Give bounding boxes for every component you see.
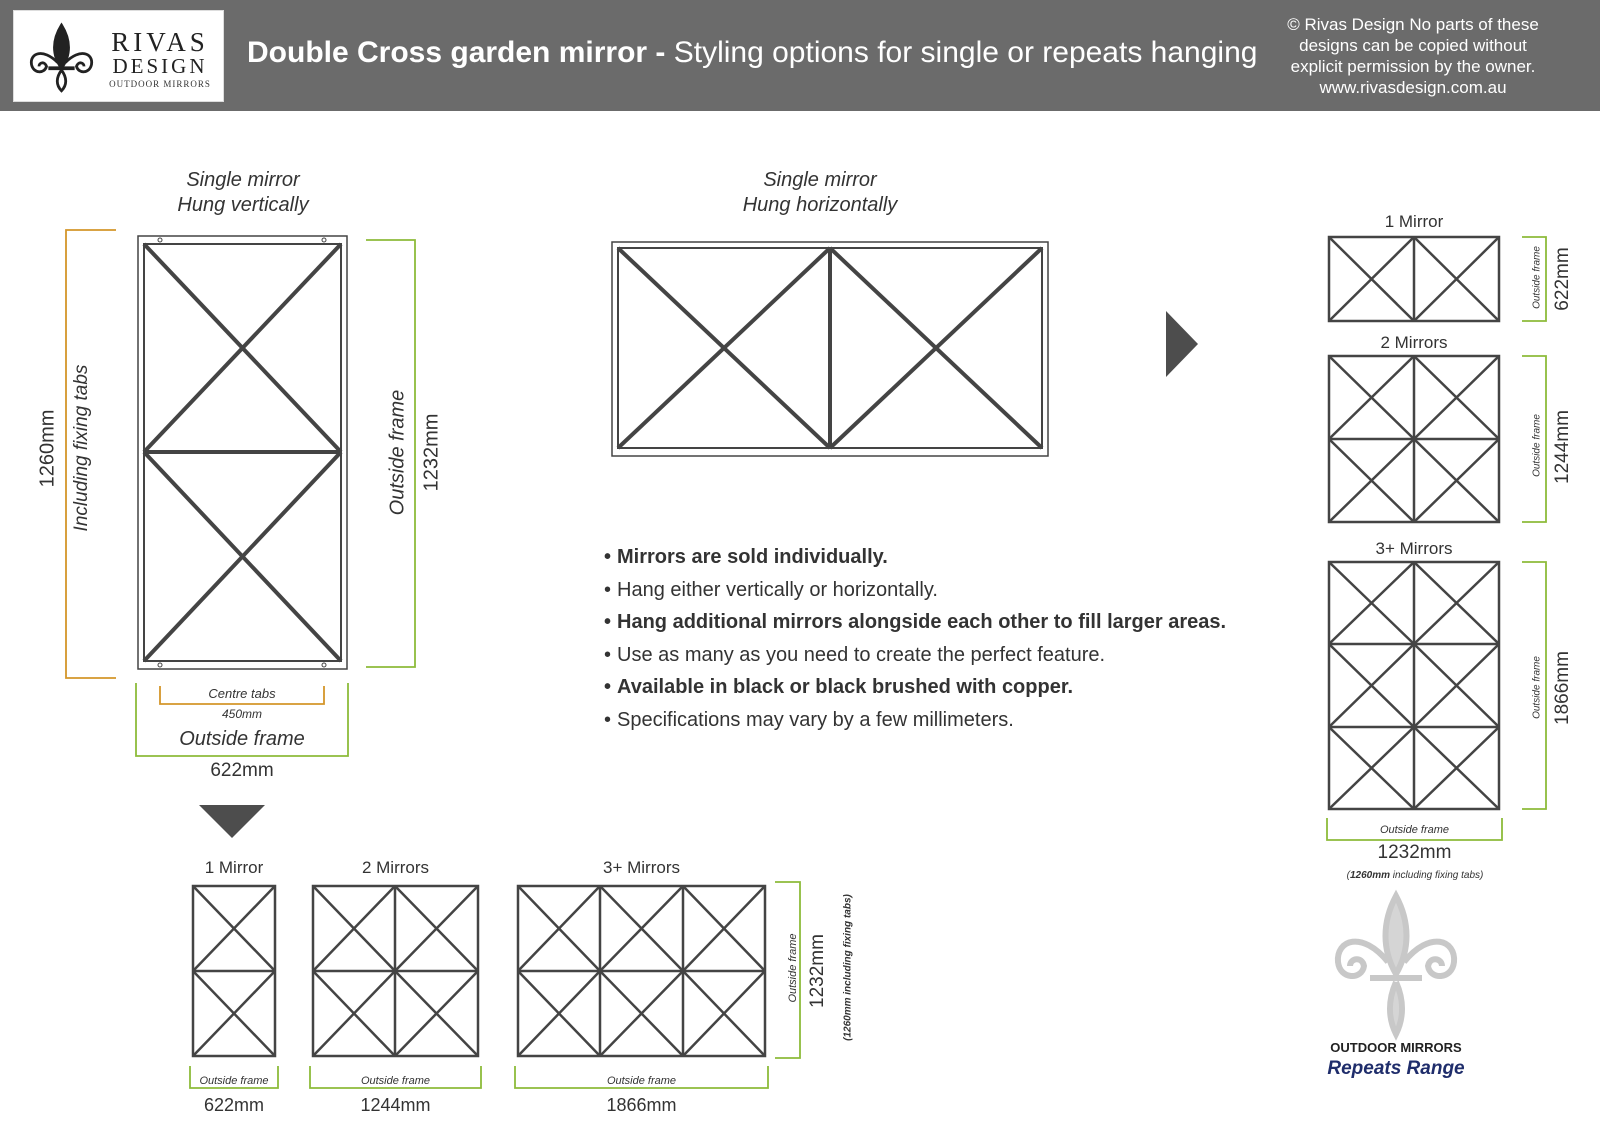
centre-tabs-value: 450mm — [221, 707, 262, 721]
vertical-repeat-3-width: 1866mm — [606, 1095, 677, 1115]
horizontal-repeat-3-frame-label: Outside frame — [1531, 656, 1543, 719]
horizontal-repeat-width-note: (1260mm including fixing tabs) — [1310, 870, 1520, 881]
horizontal-repeat-3-title: 3+ Mirrors — [1375, 539, 1453, 558]
frame-height-value: 1232mm — [420, 413, 443, 492]
vertical-repeat-1-title: 1 Mirror — [204, 858, 264, 877]
vertical-repeat-2-title: 2 Mirrors — [361, 858, 430, 877]
vertical-repeat-height-note: (1260mm including fixing tabs) — [842, 894, 854, 1041]
horizontal-repeat-1-title: 1 Mirror — [1384, 212, 1444, 231]
horizontal-repeat-2-height: 1244mm — [1552, 410, 1573, 484]
horizontal-repeat-1-drawing — [1327, 235, 1501, 323]
dimension-lines-bottom — [189, 881, 801, 1089]
frame-width-value: 622mm — [210, 760, 274, 781]
caption-line: Hung vertically — [177, 194, 309, 216]
caption-line: Hung horizontally — [742, 194, 898, 216]
logo-design: DESIGN — [112, 54, 208, 78]
vertical-mirror-drawing — [137, 235, 348, 670]
vertical-repeat-1-frame-label: Outside frame — [199, 1075, 269, 1087]
feature-item: Hang additional mirrors alongside each o… — [604, 606, 1226, 639]
caption-line: Single mirror — [186, 169, 300, 191]
vertical-repeat-1-drawing — [191, 884, 277, 1058]
feature-item: Mirrors are sold individually. — [604, 541, 1226, 574]
dimension-lines-right — [1326, 236, 1547, 841]
feature-item: Available in black or black brushed with… — [604, 671, 1226, 704]
feature-item: Specifications may vary by a few millime… — [604, 704, 1226, 737]
note-open: ( — [1346, 870, 1350, 881]
horizontal-mirror-drawing — [611, 241, 1049, 457]
footer-brand-line2: Repeats Range — [1327, 1058, 1465, 1079]
centre-tabs-label: Centre tabs — [208, 686, 276, 701]
vertical-repeat-height-label: Outside frame — [787, 933, 799, 1003]
vertical-repeat-3-title: 3+ Mirrors — [603, 858, 680, 877]
logo-tagline: OUTDOOR MIRRORS — [109, 79, 211, 89]
website-link: www.rivasdesign.com.au — [1319, 78, 1507, 97]
frame-width-label: Outside frame — [179, 728, 305, 750]
horizontal-repeat-2-title: 2 Mirrors — [1380, 333, 1448, 352]
horizontal-repeat-1-frame-label: Outside frame — [1531, 246, 1543, 309]
caption-line: Single mirror — [763, 169, 877, 191]
horizontal-repeat-2-frame-label: Outside frame — [1531, 414, 1543, 477]
arrow-down-icon — [199, 805, 265, 838]
fixing-tabs-note: Including fixing tabs — [71, 364, 92, 532]
copyright-line: designs can be copied without — [1299, 36, 1527, 55]
copyright-notice: © Rivas Design No parts of these designs… — [1262, 14, 1564, 98]
feature-item: Use as many as you need to create the pe… — [604, 639, 1226, 672]
vertical-repeat-2-frame-label: Outside frame — [360, 1075, 431, 1087]
logo-name: RIVAS — [111, 27, 209, 57]
footer-brand-line1: OUTDOOR MIRRORS — [1330, 1040, 1462, 1055]
vertical-repeat-3-frame-label: Outside frame — [606, 1075, 677, 1087]
horizontal-mirror-caption: Single mirror Hung horizontally — [720, 168, 920, 218]
feature-list: Mirrors are sold individually. Hang eith… — [604, 541, 1226, 736]
brand-logo: RIVAS DESIGN OUTDOOR MIRRORS — [13, 10, 224, 102]
vertical-repeat-height: 1232mm — [807, 934, 828, 1008]
horizontal-repeat-width: 1232mm — [1377, 842, 1452, 863]
vertical-mirror-caption: Single mirror Hung vertically — [150, 168, 336, 218]
note-bold: 1260mm — [1349, 870, 1390, 881]
header-bar: RIVAS DESIGN OUTDOOR MIRRORS Double Cros… — [0, 0, 1600, 111]
horizontal-repeat-2-drawing — [1327, 354, 1501, 524]
page-title-rest: Styling options for single or repeats ha… — [665, 36, 1258, 69]
horizontal-repeat-1-height: 622mm — [1552, 247, 1573, 311]
frame-height-label: Outside frame — [386, 389, 409, 516]
vertical-repeat-2-drawing — [311, 884, 480, 1058]
vertical-repeat-2-width: 1244mm — [360, 1095, 431, 1115]
note-rest: including fixing tabs) — [1389, 870, 1484, 881]
horizontal-repeat-3-height: 1866mm — [1552, 651, 1573, 725]
fleur-de-lis-logo-icon — [30, 22, 93, 93]
feature-item: Hang either vertically or horizontally. — [604, 574, 1226, 607]
arrow-right-icon — [1166, 311, 1198, 377]
horizontal-repeat-width-label: Outside frame — [1379, 824, 1450, 836]
fleur-de-lis-watermark-icon — [1334, 889, 1458, 1041]
copyright-line: explicit permission by the owner. — [1290, 57, 1536, 76]
copyright-line: © Rivas Design No parts of these — [1287, 15, 1539, 34]
dimension-lines-vertical — [65, 229, 416, 757]
page-title-bold: Double Cross garden mirror - — [247, 36, 666, 69]
total-height-label: 1260mm — [36, 409, 59, 488]
vertical-repeat-1-width: 622mm — [203, 1095, 265, 1115]
vertical-repeat-3-drawing — [516, 884, 767, 1058]
page-title: Double Cross garden mirror - Styling opt… — [247, 36, 1257, 70]
horizontal-repeat-3-drawing — [1327, 560, 1501, 811]
